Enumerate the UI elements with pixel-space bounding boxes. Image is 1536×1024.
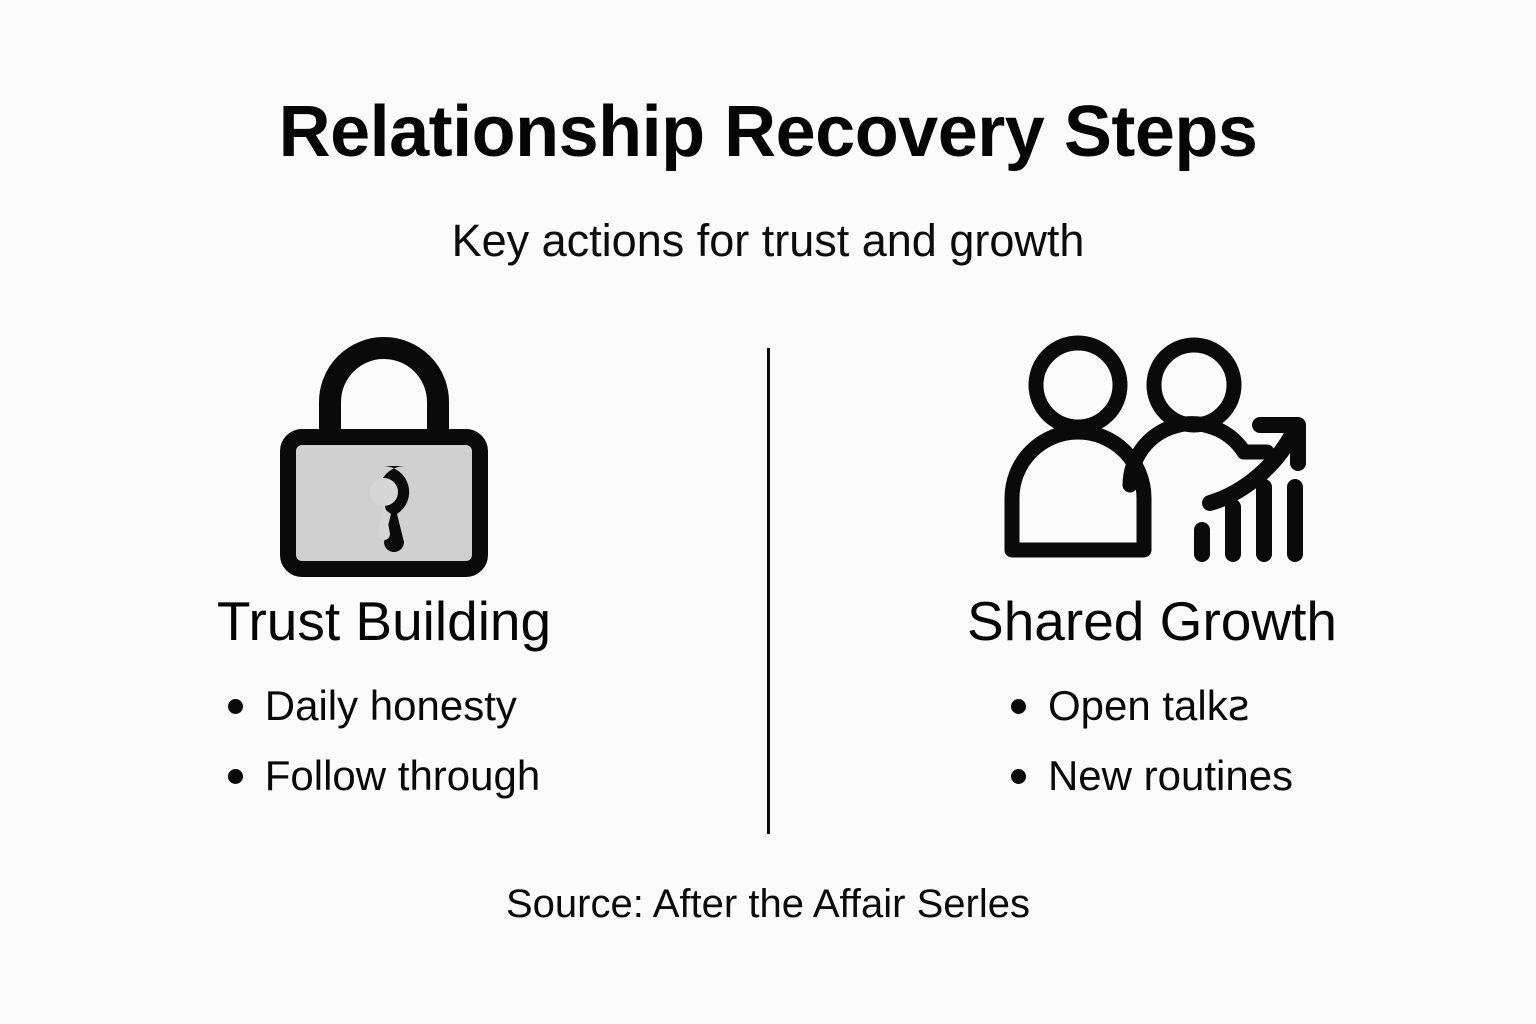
source-caption: Source: After the Affair Serles	[506, 882, 1030, 926]
people-growth-chart-icon-slot	[982, 330, 1322, 580]
list-item-label: Open talkꙅ	[1047, 682, 1250, 729]
list-item-label: New routines	[1047, 752, 1294, 799]
page-title: Relationship Recovery Steps	[278, 92, 1258, 172]
header: Relationship Recovery Steps Key actions …	[0, 96, 1536, 263]
page-subtitle: Key actions for trust and growth	[451, 215, 1085, 266]
list-item-label: Follow through	[264, 752, 541, 799]
column-heading-trust-building: Trust Building	[216, 590, 552, 652]
column-shared-growth: Shared Growth Open talkꙅ New routines	[768, 330, 1536, 850]
bullet-list-shared-growth: Open talkꙅ New routines	[1010, 649, 1294, 799]
column-heading-shared-growth: Shared Growth	[967, 590, 1337, 652]
people-growth-chart-icon	[1004, 335, 1306, 562]
bullet-dot-icon	[1010, 698, 1026, 714]
column-trust-building: Trust Building Daily honesty Follow thro…	[0, 330, 768, 850]
list-item: New routines	[1010, 752, 1294, 799]
list-item: Open talkꙅ	[1010, 682, 1293, 755]
padlock-icon-slot	[274, 330, 494, 580]
columns-container: Trust Building Daily honesty Follow thro…	[0, 330, 1536, 850]
list-item: Daily honesty	[227, 682, 540, 755]
column-divider	[767, 348, 770, 834]
list-item: Follow through	[227, 752, 541, 799]
bullet-list-trust-building: Daily honesty Follow through	[227, 649, 541, 799]
list-item-label: Daily honesty	[264, 682, 517, 729]
padlock-icon	[280, 337, 488, 577]
bullet-dot-icon	[1010, 768, 1026, 784]
bullet-dot-icon	[227, 698, 243, 714]
bullet-dot-icon	[227, 768, 243, 784]
